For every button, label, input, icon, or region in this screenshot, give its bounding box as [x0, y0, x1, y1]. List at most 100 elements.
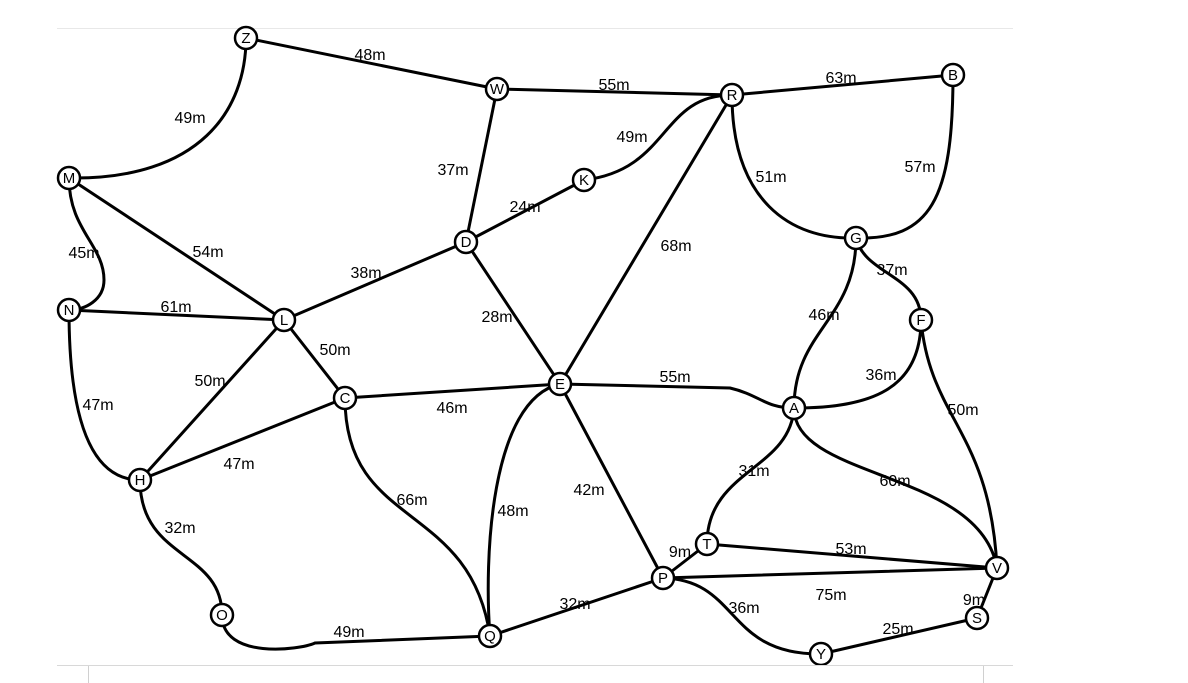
node-D: D: [453, 229, 479, 255]
edge-label-E-Q: 48m: [497, 503, 528, 520]
node-circle-P: [650, 565, 676, 591]
node-circle-D: [453, 229, 479, 255]
node-circle-V: [984, 555, 1010, 581]
edge-F-V: [919, 318, 999, 570]
node-label-T: T: [702, 536, 711, 553]
edge-label-P-V: 75m: [815, 587, 846, 604]
node-S: S: [964, 605, 990, 631]
edge-P-V: [661, 566, 999, 580]
edge-label-C-Q: 66m: [396, 492, 427, 509]
node-label-Z: Z: [241, 30, 250, 47]
edge-label-H-L: 50m: [194, 373, 225, 390]
edge-label-W-D: 37m: [437, 162, 468, 179]
node-O: O: [209, 602, 235, 628]
edge-label-K-D: 24m: [509, 199, 540, 216]
edge-Z-M: [67, 36, 248, 180]
node-label-C: C: [340, 390, 351, 407]
node-N: N: [56, 297, 82, 323]
node-label-S: S: [972, 610, 982, 627]
node-T: T: [694, 531, 720, 557]
edge-R-E: [558, 93, 734, 386]
edge-label-W-R: 55m: [598, 77, 629, 94]
frame-bottom-line: [57, 665, 1013, 666]
node-label-V: V: [992, 560, 1002, 577]
edge-label-A-T: 31m: [738, 463, 769, 480]
edge-label-M-N: 45m: [68, 245, 99, 262]
node-label-Y: Y: [816, 646, 826, 663]
edge-P-Y: [661, 576, 823, 656]
edge-label-H-C: 47m: [223, 456, 254, 473]
node-Q: Q: [477, 623, 503, 649]
edge-Z-W: [244, 36, 499, 91]
edge-H-L: [138, 318, 286, 482]
edge-label-P-Q: 32m: [559, 596, 590, 613]
edge-C-Q: [343, 396, 492, 638]
edge-W-D: [464, 87, 499, 244]
edge-label-R-K: 49m: [616, 129, 647, 146]
edge-label-P-Y: 36m: [728, 600, 759, 617]
edge-M-N: [67, 176, 106, 312]
edge-R-G: [730, 93, 858, 240]
node-label-G: G: [850, 230, 862, 247]
node-Z: Z: [233, 25, 259, 51]
edge-label-R-B: 63m: [825, 70, 856, 87]
edge-label-C-E: 46m: [436, 400, 467, 417]
edge-label-Z-M: 49m: [174, 110, 205, 127]
node-label-A: A: [789, 400, 799, 417]
node-P: P: [650, 565, 676, 591]
edge-P-Q: [488, 576, 665, 638]
edge-E-Q: [486, 382, 562, 638]
node-circle-N: [56, 297, 82, 323]
node-R: R: [719, 82, 745, 108]
edge-label-L-C: 50m: [319, 342, 350, 359]
node-circle-Q: [477, 623, 503, 649]
node-A: A: [781, 395, 807, 421]
edge-A-V: [792, 406, 999, 570]
node-label-M: M: [63, 170, 76, 187]
edge-T-V: [705, 542, 999, 570]
edge-C-E: [343, 382, 562, 400]
edge-label-S-Y: 25m: [882, 621, 913, 638]
node-circle-A: [781, 395, 807, 421]
node-circle-Z: [233, 25, 259, 51]
edge-label-H-O: 32m: [164, 520, 195, 537]
edge-N-H: [67, 308, 142, 482]
node-circle-E: [547, 371, 573, 397]
node-circle-W: [484, 76, 510, 102]
edge-A-T: [705, 406, 796, 546]
edge-E-P: [558, 382, 665, 580]
edge-O-Q: [220, 613, 492, 651]
edge-R-B: [730, 73, 955, 97]
node-K: K: [571, 167, 597, 193]
edge-label-D-E: 28m: [481, 309, 512, 326]
node-circle-G: [843, 225, 869, 251]
node-circle-F: [908, 307, 934, 333]
edge-S-Y: [819, 616, 979, 656]
node-circle-S: [964, 605, 990, 631]
edge-H-C: [138, 396, 347, 482]
edge-W-R: [495, 87, 734, 97]
edge-R-K: [582, 93, 734, 182]
node-label-F: F: [916, 312, 925, 329]
node-circle-K: [571, 167, 597, 193]
node-B: B: [940, 62, 966, 88]
node-label-W: W: [490, 81, 505, 98]
edge-label-P-T: 9m: [669, 544, 691, 561]
edge-label-E-A: 55m: [659, 369, 690, 386]
edge-H-O: [138, 478, 224, 617]
edge-label-M-L: 54m: [192, 244, 223, 261]
edge-label-F-V: 50m: [947, 402, 978, 419]
edge-M-L: [67, 176, 286, 322]
node-M: M: [56, 165, 82, 191]
node-circle-B: [940, 62, 966, 88]
edge-N-L: [67, 308, 286, 322]
edge-label-V-S: 9m: [963, 592, 985, 609]
node-H: H: [127, 467, 153, 493]
edge-label-R-G: 51m: [755, 169, 786, 186]
node-label-B: B: [948, 67, 958, 84]
node-circle-H: [127, 467, 153, 493]
edge-label-B-G: 57m: [904, 159, 935, 176]
node-circle-T: [694, 531, 720, 557]
node-label-E: E: [555, 376, 565, 393]
